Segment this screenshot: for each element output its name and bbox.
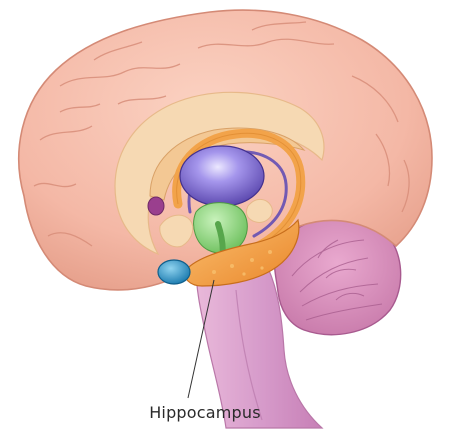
thalamus [180,146,264,206]
hippocampus-label: Hippocampus [0,403,410,422]
pineal-region [246,199,272,222]
amygdala [158,260,190,284]
pineal-gland [148,197,164,215]
